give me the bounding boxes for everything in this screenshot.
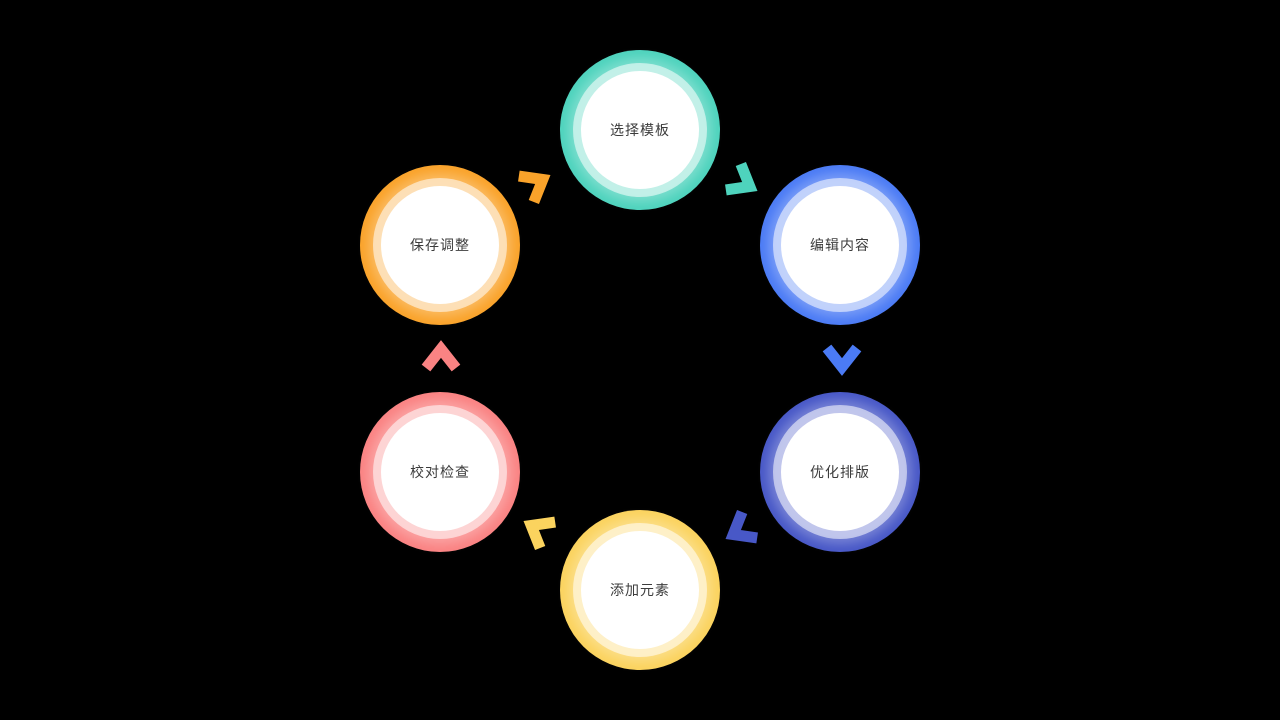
node-inner-circle: 编辑内容	[781, 186, 899, 304]
node-edit-content: 编辑内容	[760, 165, 920, 325]
node-inner-circle: 选择模板	[581, 71, 699, 189]
node-label: 保存调整	[410, 237, 470, 253]
node-label: 校对检查	[410, 464, 470, 480]
node-label: 选择模板	[610, 122, 670, 138]
chevron-arrow-icon	[715, 154, 768, 210]
node-label: 编辑内容	[810, 237, 870, 253]
node-inner-circle: 校对检查	[381, 413, 499, 531]
node-label: 优化排版	[810, 464, 870, 480]
chevron-arrow-icon	[508, 156, 561, 212]
chevron-arrow-icon	[512, 502, 565, 558]
node-inner-circle: 优化排版	[781, 413, 899, 531]
chevron-arrow-icon	[419, 340, 463, 376]
node-inner-circle: 保存调整	[381, 186, 499, 304]
node-proofread-check: 校对检查	[360, 392, 520, 552]
chevron-arrow-icon	[820, 340, 864, 376]
node-inner-circle: 添加元素	[581, 531, 699, 649]
node-select-template: 选择模板	[560, 50, 720, 210]
chevron-arrow-icon	[714, 502, 767, 558]
node-add-elements: 添加元素	[560, 510, 720, 670]
node-optimize-layout: 优化排版	[760, 392, 920, 552]
node-save-adjust: 保存调整	[360, 165, 520, 325]
node-label: 添加元素	[610, 582, 670, 598]
